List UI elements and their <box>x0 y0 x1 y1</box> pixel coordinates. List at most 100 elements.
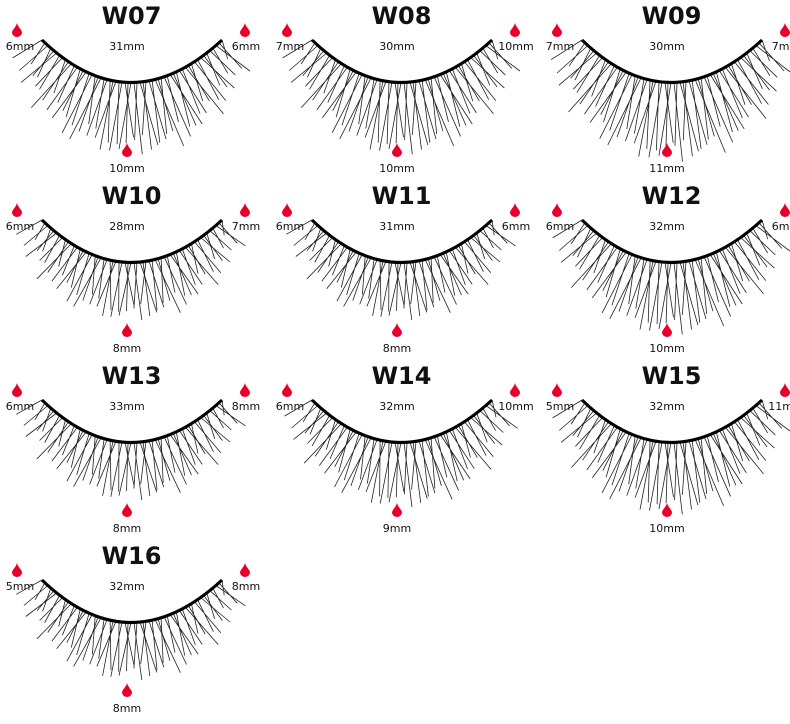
drop-marker-icon <box>780 382 790 397</box>
left-length-label: 5mm <box>5 580 35 593</box>
eyelash-image <box>12 38 251 155</box>
drop-marker-icon <box>282 22 292 37</box>
left-length-label: 6mm <box>275 220 305 233</box>
drop-marker-icon <box>780 22 790 37</box>
drop-marker-icon <box>662 322 672 337</box>
lash-fibers <box>550 39 790 162</box>
eyelash-image <box>16 578 246 681</box>
lash-fibers <box>16 399 246 501</box>
lash-item-w07: W07 6mm 6mm 31mm 10mm <box>0 0 263 180</box>
drop-marker-icon <box>12 22 22 37</box>
band-width-label: 32mm <box>379 400 415 413</box>
center-length-label: 8mm <box>112 342 142 355</box>
band-width-label: 32mm <box>109 580 145 593</box>
right-length-label: 8mm <box>231 400 261 413</box>
lash-band <box>40 578 224 624</box>
drop-marker-icon <box>662 142 672 157</box>
band-width-label: 31mm <box>109 40 145 53</box>
lash-band <box>580 38 764 84</box>
eyelash-image <box>550 38 790 162</box>
drop-marker-icon <box>392 322 402 337</box>
drop-marker-icon <box>240 382 250 397</box>
lash-band <box>40 38 224 84</box>
center-length-label: 10mm <box>379 162 415 175</box>
drop-marker-icon <box>510 22 520 37</box>
drop-marker-icon <box>552 22 562 37</box>
center-length-label: 10mm <box>649 342 685 355</box>
band-width-label: 30mm <box>649 40 685 53</box>
right-length-label: 7mm <box>231 220 261 233</box>
lash-item-w09: W09 7mm 7mm 30mm 11mm <box>540 0 790 180</box>
drop-marker-icon <box>240 22 250 37</box>
model-code: W16 <box>101 542 162 570</box>
right-length-label: 10mm <box>498 40 534 53</box>
lash-fibers <box>552 219 790 335</box>
drop-marker-icon <box>122 142 132 157</box>
lash-item-w15: W15 5mm 11mm 32mm 10mm <box>540 360 790 540</box>
lash-item-w11: W11 6mm 6mm 31mm 8mm <box>270 180 533 360</box>
eyelash-image <box>16 218 246 321</box>
band-width-label: 33mm <box>109 400 145 413</box>
lash-band <box>310 38 494 84</box>
lash-band <box>310 218 494 264</box>
right-length-label: 8mm <box>231 580 261 593</box>
lash-item-w12: W12 6mm 6mm 32mm 10mm <box>540 180 790 360</box>
eyelash-image <box>282 38 521 155</box>
right-length-label: 10mm <box>498 400 534 413</box>
center-length-label: 10mm <box>109 162 145 175</box>
center-length-label: 8mm <box>112 522 142 535</box>
drop-marker-icon <box>392 502 402 517</box>
lash-band <box>40 398 224 444</box>
drop-marker-icon <box>282 202 292 217</box>
left-length-label: 7mm <box>545 40 575 53</box>
band-width-label: 30mm <box>379 40 415 53</box>
eyelash-image <box>552 398 790 515</box>
lash-item-w08: W08 7mm 10mm 30mm 10mm <box>270 0 534 180</box>
lash-item-w14: W14 6mm 10mm 32mm 9mm <box>270 360 534 540</box>
model-code: W10 <box>101 182 162 210</box>
center-length-label: 8mm <box>112 702 142 715</box>
lash-band <box>310 398 494 444</box>
left-length-label: 6mm <box>275 400 305 413</box>
band-width-label: 28mm <box>109 220 145 233</box>
drop-marker-icon <box>122 502 132 517</box>
drop-marker-icon <box>662 502 672 517</box>
eyelash-image <box>552 218 790 335</box>
drop-marker-icon <box>12 562 22 577</box>
model-code: W07 <box>101 2 162 30</box>
lash-band <box>40 218 224 264</box>
model-code: W12 <box>641 182 702 210</box>
eyelash-image <box>16 398 246 501</box>
drop-marker-icon <box>282 382 292 397</box>
drop-marker-icon <box>780 202 790 217</box>
band-width-label: 32mm <box>649 400 685 413</box>
lash-fibers <box>552 399 790 515</box>
right-length-label: 6mm <box>231 40 261 53</box>
lash-item-w16: W16 5mm 8mm 32mm 8mm <box>0 540 263 720</box>
model-code: W14 <box>371 362 432 390</box>
left-length-label: 7mm <box>275 40 305 53</box>
drop-marker-icon <box>392 142 402 157</box>
model-code: W09 <box>641 2 702 30</box>
band-width-label: 31mm <box>379 220 415 233</box>
left-length-label: 6mm <box>5 40 35 53</box>
center-length-label: 10mm <box>649 522 685 535</box>
model-code: W13 <box>101 362 162 390</box>
right-length-label: 6mm <box>501 220 531 233</box>
left-length-label: 6mm <box>5 220 35 233</box>
lash-fibers <box>284 399 518 508</box>
lash-item-w13: W13 6mm 8mm 33mm 8mm <box>0 360 263 540</box>
lash-item-w10: W10 6mm 7mm 28mm 8mm <box>0 180 263 360</box>
right-length-label: 7mm <box>771 40 790 53</box>
center-length-label: 8mm <box>382 342 412 355</box>
center-length-label: 9mm <box>382 522 412 535</box>
right-length-label: 11mm <box>768 400 790 413</box>
lash-fibers <box>286 219 516 321</box>
drop-marker-icon <box>552 202 562 217</box>
model-code: W11 <box>371 182 432 210</box>
drop-marker-icon <box>552 382 562 397</box>
model-code: W15 <box>641 362 702 390</box>
drop-marker-icon <box>510 202 520 217</box>
drop-marker-icon <box>240 562 250 577</box>
left-length-label: 6mm <box>545 220 575 233</box>
